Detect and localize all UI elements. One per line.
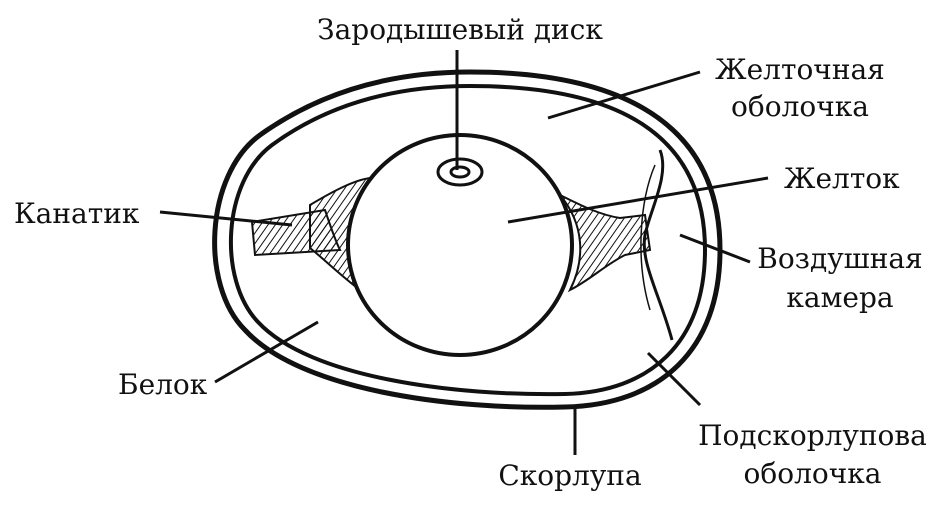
leader-albumen (214, 320, 319, 384)
label-albumen: Белок (118, 368, 208, 401)
label-yolk-membrane-line2: оболочка (731, 90, 869, 123)
shell-membrane (228, 83, 708, 397)
yolk-ball (346, 133, 574, 357)
label-chalaza: Канатик (14, 197, 140, 230)
label-yolk-membrane-line1: Желточная (715, 53, 885, 86)
embryonic-disc-inner (449, 165, 471, 179)
label-yolk: Желток (784, 162, 900, 195)
label-embryonic-disc: Зародышевый диск (317, 13, 603, 46)
label-air-cell-line2: камера (786, 281, 894, 314)
label-shell-membrane-line1: Подскорлупова (698, 419, 927, 452)
leader-air-cell (679, 233, 751, 264)
label-air-cell-line1: Воздушная (757, 242, 923, 275)
leader-yolk-membrane (547, 70, 701, 120)
leader-yolk (507, 176, 769, 224)
shell-outline (212, 69, 723, 410)
chalaza-right (559, 194, 652, 293)
leader-shell-membrane (646, 351, 702, 407)
leader-chalaza (159, 210, 293, 227)
label-shell: Скорлупа (498, 459, 642, 492)
label-shell-membrane-line2: оболочка (743, 457, 882, 490)
